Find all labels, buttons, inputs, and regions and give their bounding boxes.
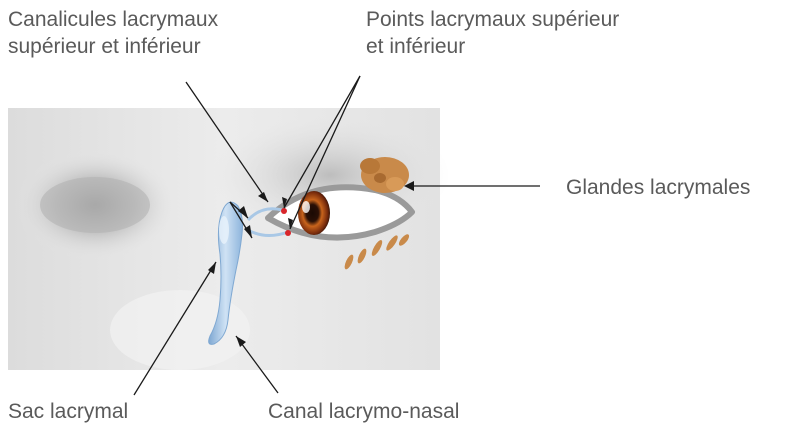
label-lacrimal-glands: Glandes lacrymales xyxy=(566,174,750,201)
lower-punctum xyxy=(285,230,291,236)
label-puncta-line1: Points lacrymaux supérieur xyxy=(366,6,619,33)
label-canalicules: Canalicules lacrymaux supérieur et infér… xyxy=(8,6,218,60)
label-puncta-line2: et inférieur xyxy=(366,33,619,60)
label-puncta: Points lacrymaux supérieur et inférieur xyxy=(366,6,619,60)
label-nasolacrimal-duct: Canal lacrymo-nasal xyxy=(268,398,459,425)
upper-punctum xyxy=(281,208,287,214)
label-canalicules-line1: Canalicules lacrymaux xyxy=(8,6,218,33)
label-lacrimal-sac: Sac lacrymal xyxy=(8,398,128,425)
label-canalicules-line2: supérieur et inférieur xyxy=(8,33,218,60)
iris xyxy=(298,191,330,235)
